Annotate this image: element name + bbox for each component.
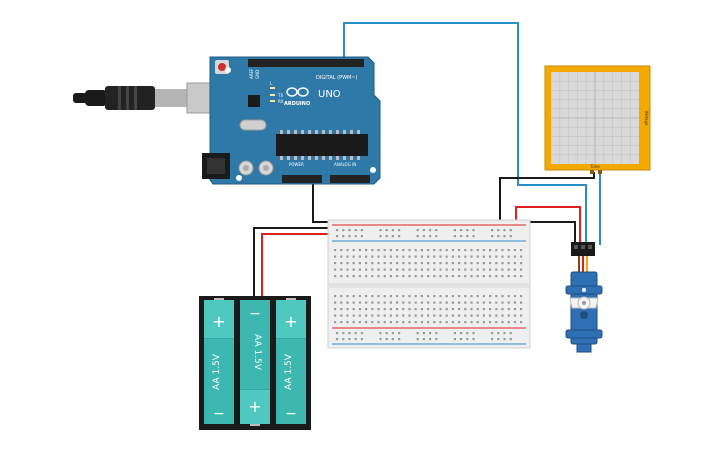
cell-2-top-sign: −: [249, 306, 261, 322]
signal-wire[interactable]: [343, 22, 587, 245]
usb-cable: [73, 82, 218, 114]
cell-2-label: AA 1.5V: [252, 334, 262, 371]
breadboard-holes[interactable]: [334, 229, 523, 341]
digital-label: DIGITAL (PWM~): [316, 75, 358, 81]
oscilloscope[interactable]: Voltage Time: [544, 65, 651, 174]
servo-motor[interactable]: [565, 242, 603, 353]
gnd-label: GND: [255, 70, 260, 79]
arduino-uno-board[interactable]: DIGITAL (PWM~) AREF GND L TX RX ARDUINO …: [202, 56, 381, 185]
board-model: UNO: [318, 89, 341, 100]
power-wire-servo[interactable]: [515, 206, 581, 245]
arduino-logo-icon: [286, 87, 309, 97]
power-header[interactable]: [282, 175, 322, 183]
tx-label: TX: [277, 93, 283, 98]
cell-3-bottom-sign: −: [285, 406, 297, 422]
analog-header[interactable]: [330, 175, 370, 183]
oscilloscope-side-label: Voltage: [644, 110, 649, 126]
ground-wire-arduino[interactable]: [312, 184, 338, 223]
battery-power-wire[interactable]: [261, 233, 350, 296]
oscilloscope-grid: [551, 72, 639, 164]
power-label: POWER: [289, 162, 304, 167]
cell-1-bottom-sign: −: [213, 406, 225, 422]
battery-ground-wire[interactable]: [253, 227, 344, 296]
rx-label: RX: [278, 99, 284, 104]
digital-header[interactable]: [248, 59, 364, 67]
cell-1-label: AA 1.5V: [212, 353, 222, 390]
oscilloscope-bottom-label: Time: [589, 164, 600, 169]
arduino-logo-text: ARDUINO: [284, 101, 310, 107]
aref-label: AREF: [249, 68, 254, 79]
atmega-chip: [276, 134, 368, 156]
breadboard[interactable]: [327, 219, 531, 349]
cell-2-bottom-sign: +: [248, 397, 261, 416]
analog-label: ANALOG IN: [334, 162, 356, 167]
cell-1-top-sign: +: [212, 312, 225, 331]
battery-pack[interactable]: + AA 1.5V − − AA 1.5V + + AA 1.5V −: [199, 296, 311, 430]
cell-3-top-sign: +: [284, 312, 297, 331]
cell-3-label: AA 1.5V: [284, 353, 294, 390]
ground-wire-scope[interactable]: [499, 172, 595, 222]
l-led-label: L: [270, 81, 273, 86]
